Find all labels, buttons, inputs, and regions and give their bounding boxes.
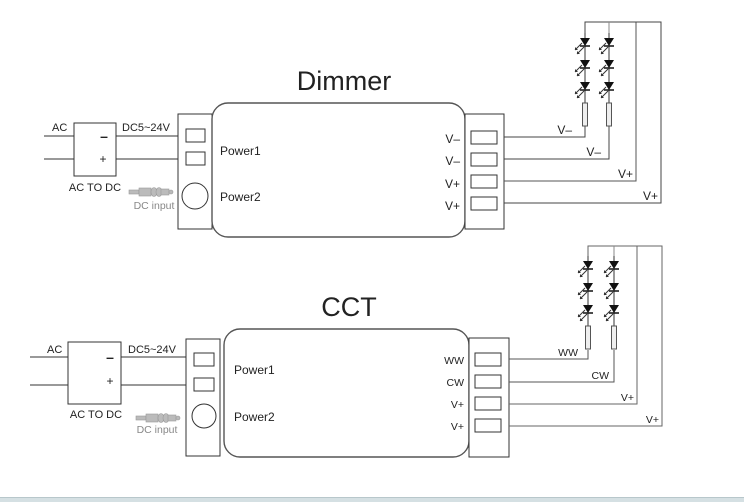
led-string-2: [603, 256, 619, 350]
footer-divider: [0, 497, 744, 502]
ac-label: AC: [52, 122, 67, 134]
cct-title: CCT: [321, 292, 377, 322]
dc-voltage-label: DC5~24V: [128, 344, 177, 356]
output-label-1: WW: [444, 355, 464, 367]
output-wire-vplus-2: [509, 245, 663, 427]
power1-label: Power1: [234, 363, 275, 377]
wire-label-4: V+: [643, 189, 658, 203]
led-icon: [577, 261, 593, 278]
led-icon: [577, 305, 593, 322]
led-icon: [603, 305, 619, 322]
psu-caption: AC TO DC: [69, 182, 121, 194]
led-icon: [603, 261, 619, 278]
ac-label: AC: [47, 344, 62, 356]
psu-plus-label: +: [99, 152, 106, 166]
output-terminal-vplus-1[interactable]: [474, 396, 502, 411]
output-wire-1: [504, 125, 586, 138]
dc-input-label: DC input: [134, 200, 175, 212]
output-terminal-1[interactable]: [470, 130, 498, 145]
output-label-3: V+: [445, 177, 460, 191]
output-terminal-cw[interactable]: [474, 374, 502, 389]
dc-voltage-label: DC5~24V: [122, 122, 171, 134]
output-terminal-2[interactable]: [470, 152, 498, 167]
dimmer-diagram: Dimmer AC – + AC TO DC DC5~24V DC input: [44, 21, 662, 238]
psu-caption: AC TO DC: [70, 409, 122, 421]
resistor-icon: [611, 325, 617, 350]
led-icon: [577, 283, 593, 300]
wire-label-vplus-1: V+: [621, 392, 634, 404]
output-label-3: V+: [451, 399, 464, 411]
resistor-icon: [582, 102, 588, 127]
dc-jack-icon: [128, 187, 174, 197]
psu-minus-label: –: [100, 128, 108, 144]
wire-label-ww: WW: [558, 347, 578, 359]
output-terminal-ww[interactable]: [474, 352, 502, 367]
cct-diagram: CCT AC – + AC TO DC DC5~24V DC input Pow…: [30, 245, 663, 458]
ac-to-dc-converter: [67, 341, 122, 405]
output-terminal-3[interactable]: [470, 174, 498, 189]
power2-label: Power2: [234, 410, 275, 424]
wire-label-1: V–: [557, 123, 572, 137]
led-string-1: [574, 33, 590, 127]
cct-controller-body: [223, 328, 470, 458]
output-terminal-4[interactable]: [470, 196, 498, 211]
led-icon: [574, 82, 590, 99]
output-wire-ww: [509, 350, 589, 360]
wire-label-cw: CW: [592, 370, 610, 382]
output-label-1: V–: [445, 132, 460, 146]
output-label-2: V–: [445, 154, 460, 168]
led-icon: [574, 38, 590, 55]
led-strings: [577, 256, 619, 350]
power2-dc-jack-socket[interactable]: [191, 403, 217, 429]
led-string-1: [577, 256, 593, 350]
power1-terminal-plus[interactable]: [193, 377, 215, 392]
power1-terminal-minus[interactable]: [185, 128, 206, 143]
led-icon: [598, 38, 614, 55]
power2-dc-jack-socket[interactable]: [181, 182, 209, 210]
dimmer-controller-body: [211, 102, 466, 238]
led-icon: [574, 60, 590, 77]
resistor-icon: [606, 102, 612, 127]
led-icon: [603, 283, 619, 300]
output-wire-cw: [509, 350, 615, 383]
psu-minus-label: –: [106, 349, 114, 365]
led-icon: [598, 60, 614, 77]
output-wire-vplus-1: [509, 246, 638, 405]
output-label-4: V+: [451, 421, 464, 433]
ac-to-dc-converter: [73, 122, 117, 177]
power1-label: Power1: [220, 144, 261, 158]
led-string-2: [598, 33, 614, 127]
resistor-icon: [585, 325, 591, 350]
output-label-4: V+: [445, 199, 460, 213]
power2-label: Power2: [220, 190, 261, 204]
dc-jack-icon: [135, 413, 181, 423]
led-strings: [574, 33, 614, 127]
output-wire-3: [504, 22, 637, 182]
output-label-2: CW: [447, 377, 465, 389]
psu-plus-label: +: [106, 374, 113, 388]
wire-label-vplus-2: V+: [646, 414, 659, 426]
output-wire-4: [504, 21, 662, 204]
wire-label-2: V–: [586, 145, 601, 159]
dc-input-label: DC input: [137, 424, 178, 436]
power1-terminal-plus[interactable]: [185, 151, 206, 166]
dimmer-title: Dimmer: [297, 66, 392, 96]
power1-terminal-minus[interactable]: [193, 352, 215, 367]
led-icon: [598, 82, 614, 99]
wire-label-3: V+: [618, 167, 633, 181]
output-wire-2: [504, 125, 610, 160]
output-terminal-vplus-2[interactable]: [474, 418, 502, 433]
